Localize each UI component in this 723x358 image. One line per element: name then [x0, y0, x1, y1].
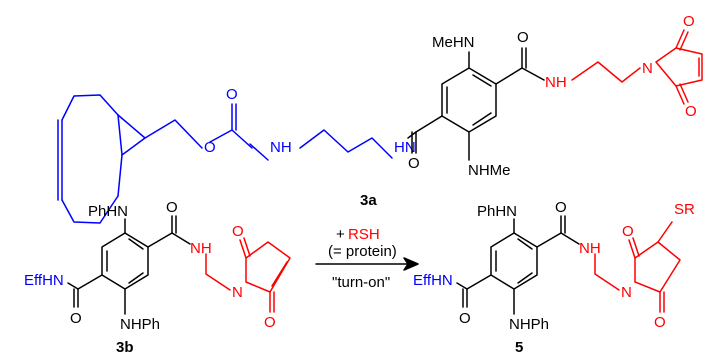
compound-label-5: 5: [515, 339, 523, 356]
label-a-NH2: NH: [270, 139, 292, 156]
label-a-O5: O: [204, 139, 216, 156]
label-3b-O3: O: [264, 314, 276, 331]
label-5-NHPh: NHPh: [509, 316, 549, 333]
label-3b-O2: O: [232, 223, 244, 240]
label-a-O6: O: [226, 86, 238, 103]
label-a-O1: O: [683, 13, 695, 30]
label-5-O4: O: [459, 310, 471, 327]
label-5-O3: O: [654, 314, 666, 331]
reaction-arrow: + RSH (= protein) "turn-on": [315, 226, 419, 291]
label-5-PhHN: PhHN: [477, 203, 517, 220]
label-5-O1: O: [555, 199, 567, 216]
label-3b-NH: NH: [190, 240, 212, 257]
core-a-bonds: [407, 47, 545, 161]
arrow-caption: "turn-on": [332, 274, 390, 291]
arrow-head: [403, 257, 419, 271]
arrow-reagent: RSH: [348, 226, 380, 243]
label-5-EffHN: EffHN: [413, 272, 453, 289]
label-3b-NHPh: NHPh: [120, 316, 160, 333]
label-a-O4: O: [408, 155, 420, 172]
label-a-N: N: [642, 60, 653, 77]
arrow-reagent-note: (= protein): [328, 243, 397, 260]
label-3b-O4: O: [70, 310, 82, 327]
label-a-O7: O: [517, 29, 529, 46]
compound-3b: PhHN O EffHN O NHPh NH N O O 3b: [24, 199, 291, 356]
label-3b-N: N: [232, 284, 243, 301]
compound-3a: O O NH HN MeHN O O NHMe: [57, 13, 703, 224]
label-5-O2: O: [622, 223, 634, 240]
core-3b-bonds: [67, 215, 191, 315]
label-a-MeHN: MeHN: [432, 34, 475, 51]
compound-5: PhHN O EffHN O NHPh NH N O SR O 5: [413, 199, 695, 356]
succinimide-5-bonds: [594, 221, 681, 313]
label-a-O2: O: [685, 103, 697, 120]
label-3b-O1: O: [166, 199, 178, 216]
label-5-N: N: [621, 284, 632, 301]
compound-label-3a-text: 3a: [360, 192, 377, 209]
label-3b-EffHN: EffHN: [24, 272, 64, 289]
maleimide-3b-bonds: [205, 237, 291, 313]
bcn-linker-bonds: [57, 94, 393, 224]
label-a-NH1: NH: [545, 74, 567, 91]
compound-label-3b: 3b: [116, 339, 134, 356]
label-a-NHMe: NHMe: [468, 162, 511, 179]
label-a-HN: HN: [394, 139, 416, 156]
maleimide-a-bonds: [571, 29, 703, 105]
label-3b-PhHN: PhHN: [88, 203, 128, 220]
label-5-SR: SR: [674, 201, 695, 218]
core-5-bonds: [456, 215, 580, 315]
label-5-NH: NH: [579, 240, 601, 257]
arrow-reagent-plus: +: [336, 226, 345, 243]
